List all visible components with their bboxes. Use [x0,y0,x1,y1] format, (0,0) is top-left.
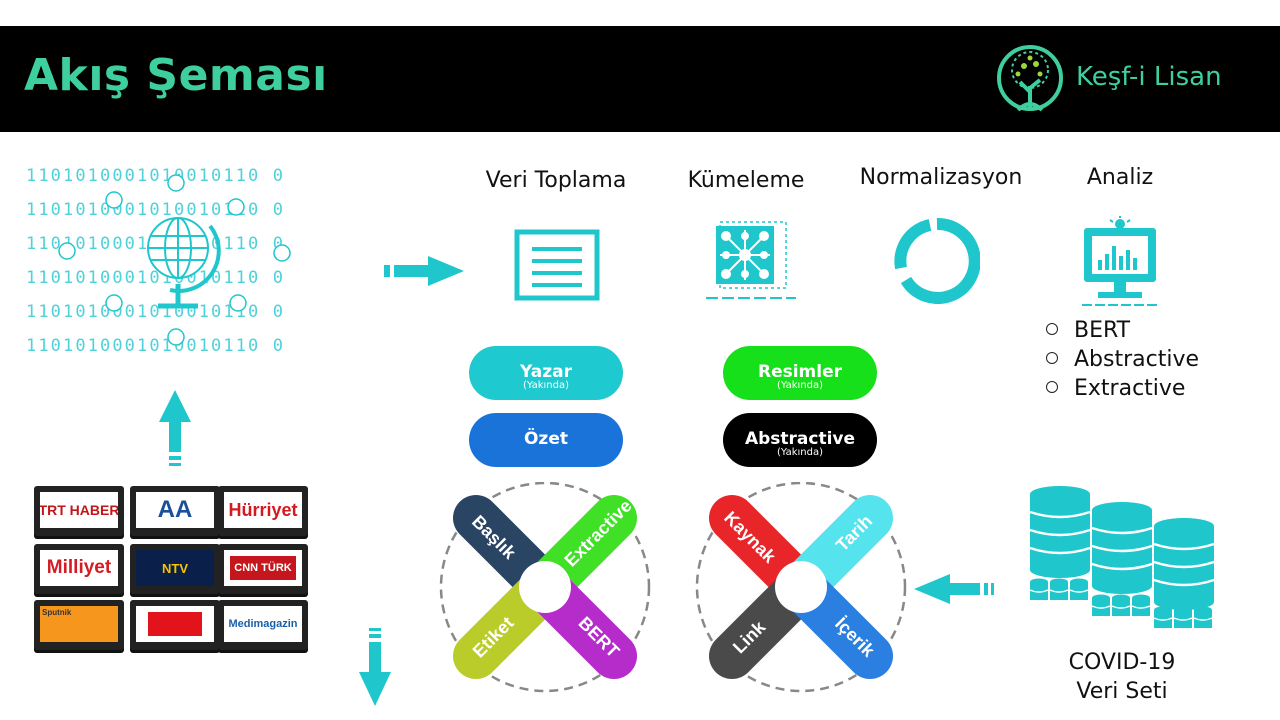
news-logo: AA [157,496,193,523]
method-label: Abstractive [1074,347,1200,372]
brand-name: Keşf-i Lisan [1076,62,1222,92]
bullet-circle-icon [1046,323,1058,335]
news-tile: NTV [130,544,220,594]
news-logo: CNN TÜRK [230,556,296,580]
arrow-up-icon [159,390,191,466]
pill-yazar: Yazar (Yakında) [469,346,623,400]
bullet-circle-icon [1046,381,1058,393]
news-sources-grid: TRT HABER AA Hürriyet Milliyet NTV CNN T… [34,486,316,656]
arrow-down-icon [359,628,391,706]
news-tile: Sputnik [34,600,124,650]
binary-line: 1101010001010010110 0 [26,200,286,220]
binary-line: 1101010001010010110 0 [26,336,286,356]
method-label: BERT [1074,318,1131,343]
news-tile: AA [130,486,220,536]
pill-ozet: Özet [469,413,623,467]
stage-analiz-label: Analiz [1086,165,1154,190]
pill-sublabel: (Yakında) [776,380,824,391]
list-item: Abstractive [1046,347,1199,372]
news-logo: Medimagazin [228,618,298,630]
monitor-chart-icon [1082,216,1160,306]
news-logo: TRT HABER [40,502,118,518]
ring-icon [894,218,980,304]
method-label: Extractive [1074,376,1186,401]
news-tile [130,600,220,650]
bullet-circle-icon [1046,352,1058,364]
pill-label: Resimler [757,362,843,382]
globe-network-icon [58,174,291,346]
header-bar [0,26,1280,132]
news-logo-red [148,612,202,636]
document-lines-icon [514,229,600,301]
dataset-line1: COVID-19 [1068,650,1176,675]
pill-sublabel: (Yakında) [776,447,824,458]
database-stack-icon [1028,484,1216,629]
news-logo: NTV [162,560,188,576]
pill-resimler: Resimler (Yakında) [723,346,877,400]
binary-line: 1101010001010010110 0 [26,166,286,186]
page-title: Akış Şeması [24,50,328,101]
pill-label: Abstractive [744,429,856,449]
pill-sublabel: (Yakında) [522,380,570,391]
list-item: BERT [1046,318,1130,343]
news-tile: Milliyet [34,544,124,594]
news-tile: CNN TÜRK [218,544,308,594]
news-tile: Medimagazin [218,600,308,650]
stage-veri-toplama-label: Veri Toplama [485,168,627,193]
feature-cross-left: Başlık Extractive Etiket BERT [439,482,651,693]
dataset-line2: Veri Seti [1076,679,1168,704]
cluster-grid-icon [706,221,796,299]
pill-label: Yazar [520,362,572,382]
arrow-right-icon [384,256,464,286]
news-logo: Milliyet [46,557,112,578]
stage-kumeleme-label: Kümeleme [687,168,805,193]
news-logo: Hürriyet [228,499,298,520]
news-tile: TRT HABER [34,486,124,536]
pill-label: Özet [523,429,568,449]
news-logo: Sputnik [42,608,72,617]
tree-logo-icon [997,45,1063,112]
list-item: Extractive [1046,376,1185,401]
arrow-left-icon [914,574,994,604]
dataset-label: COVID-19 Veri Seti [1042,648,1202,706]
feature-cross-right: Kaynak Tarih Link İçerik [695,482,907,693]
pill-abstractive: Abstractive (Yakında) [723,413,877,467]
binary-line: 1101010001010010110 0 [26,302,286,322]
news-tile: Hürriyet [218,486,308,536]
stage-normalizasyon-label: Normalizasyon [859,165,1023,190]
